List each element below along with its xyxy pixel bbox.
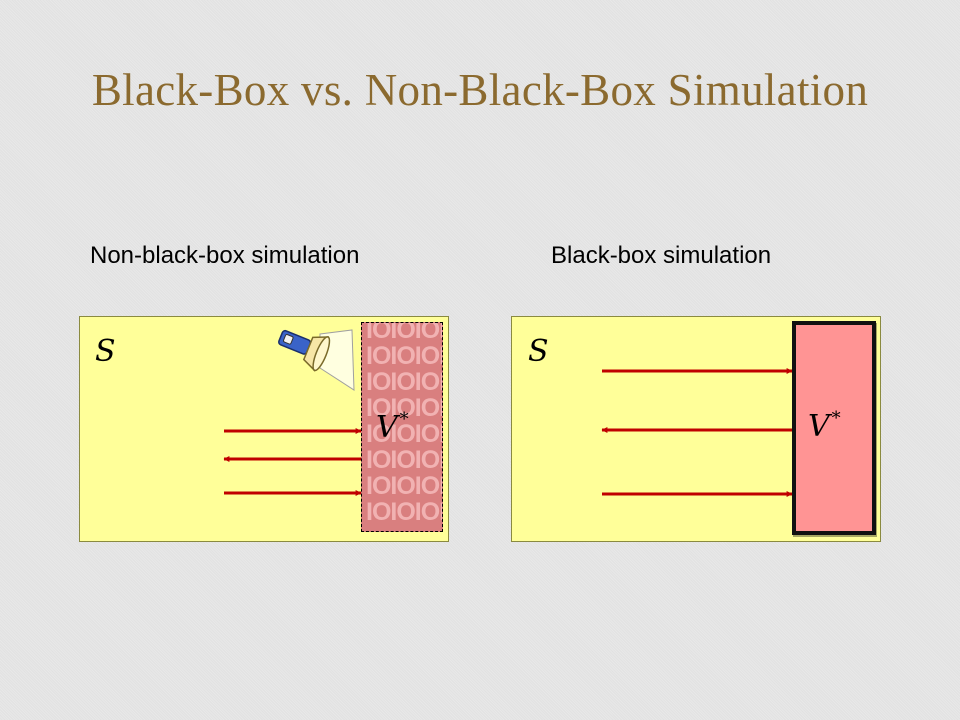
simulator-label: S: [95, 337, 116, 367]
non-black-box-panel: S IOIOIOI IOIOIOI IOIOIOI IOIOIOI IOIOIO…: [79, 316, 449, 542]
code-row: IOIOIOI: [366, 472, 443, 500]
verifier-symbol: V: [376, 410, 398, 445]
simulator-label: S: [528, 337, 549, 367]
verifier-label: V*: [376, 411, 409, 443]
code-row: IOIOIOI: [366, 322, 443, 344]
non-black-box-heading: Non-black-box simulation: [90, 242, 360, 269]
verifier-label: V*: [808, 410, 841, 442]
binary-code: IOIOIOI IOIOIOI IOIOIOI IOIOIOI IOIOIOI …: [366, 322, 443, 526]
black-box-heading: Black-box simulation: [551, 242, 772, 269]
flashlight-icon: [278, 329, 355, 391]
verifier-star: *: [399, 409, 409, 430]
simulator-symbol: S: [95, 334, 116, 369]
code-row: IOIOIOI: [366, 368, 443, 396]
verifier-black-box: V*: [792, 321, 876, 535]
verifier-code-box: IOIOIOI IOIOIOI IOIOIOI IOIOIOI IOIOIOI …: [361, 322, 443, 532]
code-row: IOIOIOI: [366, 342, 443, 370]
black-box-panel: S V*: [511, 316, 881, 542]
simulator-symbol: S: [528, 334, 549, 369]
slide-title: Black-Box vs. Non-Black-Box Simulation: [91, 65, 869, 115]
code-row: IOIOIOI: [366, 446, 443, 474]
code-row: IOIOIOI: [366, 498, 443, 526]
code-row: IOIOIOI: [366, 420, 443, 448]
code-row: IOIOIOI: [366, 394, 443, 422]
verifier-star: *: [831, 408, 841, 429]
verifier-symbol: V: [808, 409, 830, 444]
